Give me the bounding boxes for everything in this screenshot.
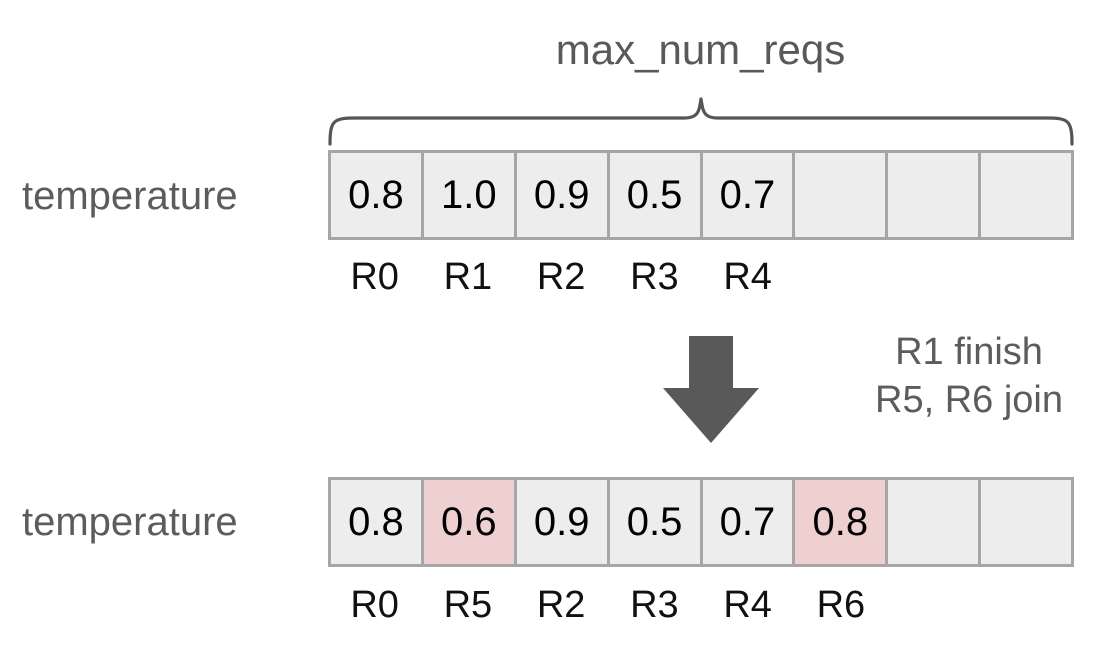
down-arrow-icon <box>663 336 759 443</box>
request-id-label-blank <box>981 255 1074 299</box>
slot-cell-empty <box>888 153 982 237</box>
temperature-slots-before: 0.8 1.0 0.9 0.5 0.7 <box>328 150 1074 240</box>
slot-cell: 0.9 <box>516 153 610 237</box>
slot-cell: 0.5 <box>609 480 703 564</box>
slot-cell: 0.7 <box>702 480 796 564</box>
slot-cell-empty <box>981 153 1071 237</box>
slot-cell: 0.9 <box>516 480 610 564</box>
request-id-label-blank <box>888 583 981 627</box>
request-id-label: R2 <box>536 256 586 298</box>
request-id-label: R4 <box>723 584 772 626</box>
request-id-label: R3 <box>630 256 679 298</box>
slot-cell-highlighted: 0.6 <box>423 480 517 564</box>
max-num-reqs-brace-icon <box>328 97 1074 146</box>
slot-cell: 0.8 <box>331 480 424 564</box>
request-ids-before: R0 R1 R2 R3 R4 <box>328 255 1074 299</box>
temperature-slots-after: 0.8 0.6 0.9 0.5 0.7 0.8 <box>328 477 1074 567</box>
request-id-label: R4 <box>723 256 772 298</box>
slot-cell: 0.7 <box>702 153 796 237</box>
request-ids-after: R0 R5 R2 R3 R4 R6 <box>328 583 1074 627</box>
row-label-temperature-after: temperature <box>22 500 238 544</box>
row-label-temperature-before: temperature <box>22 174 238 218</box>
request-id-label: R6 <box>816 584 866 626</box>
slot-cell-empty <box>981 480 1071 564</box>
request-id-label: R0 <box>350 256 399 298</box>
slot-cell-highlighted: 0.8 <box>795 480 889 564</box>
request-id-label-blank <box>888 255 981 299</box>
request-id-label-blank <box>794 255 887 299</box>
slot-cell: 0.8 <box>331 153 424 237</box>
request-id-label: R5 <box>443 584 493 626</box>
request-id-label-blank <box>981 583 1074 627</box>
slot-cell: 0.5 <box>609 153 703 237</box>
request-id-label: R3 <box>630 584 679 626</box>
annotation-line-1: R1 finish <box>895 331 1043 373</box>
slot-cell: 1.0 <box>423 153 517 237</box>
slot-cell-empty <box>888 480 982 564</box>
brace-title: max_num_reqs <box>555 26 846 73</box>
request-id-label: R2 <box>536 584 586 626</box>
annotation-line-2: R5, R6 join <box>875 379 1063 421</box>
transition-annotation: R1 finish R5, R6 join <box>838 328 1100 424</box>
request-id-label: R0 <box>350 584 399 626</box>
slot-cell-empty <box>795 153 889 237</box>
request-id-label: R1 <box>443 256 493 298</box>
